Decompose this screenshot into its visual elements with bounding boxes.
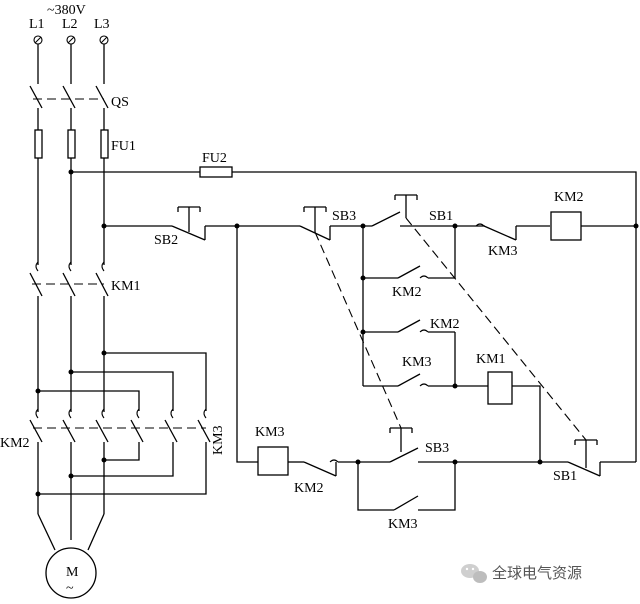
km3-aux-label: KM3 (402, 355, 432, 370)
km2-interlock-label: KM2 (294, 481, 324, 496)
motor-label: M (66, 565, 79, 580)
sb1-top-button (371, 194, 455, 227)
km2-main-contacts (29, 408, 109, 443)
sb3-bottom-button (389, 427, 455, 463)
km2-aux-contact (363, 319, 455, 333)
phase-l2-line (62, 44, 76, 412)
fu1-label: FU1 (111, 139, 136, 154)
phase-l3-label: L3 (94, 17, 110, 32)
watermark: 全球电气资源 (461, 564, 582, 583)
phase-l1-label: L1 (29, 17, 45, 32)
km1-coil (487, 371, 513, 405)
km3-coil (257, 446, 289, 476)
km2-coil-label: KM2 (554, 190, 584, 205)
km3-main-contacts (130, 408, 211, 443)
motor (45, 547, 97, 599)
supply-voltage-label: ~380V (47, 3, 86, 18)
km3-holding-label: KM3 (388, 517, 418, 532)
phase-l2-label: L2 (62, 17, 78, 32)
sb2-stop-button (171, 206, 206, 241)
fu2-fuse (199, 166, 233, 178)
km2-power-label: KM2 (0, 436, 30, 451)
fu2-label: FU2 (202, 151, 227, 166)
km3-aux-contact (363, 373, 455, 387)
km3-interlock-label: KM3 (488, 244, 518, 259)
sb1-top-label: SB1 (429, 209, 453, 224)
km1-label: KM1 (111, 279, 141, 294)
km2-aux-label: KM2 (430, 317, 460, 332)
km1-coil-label: KM1 (476, 352, 506, 367)
km3-power-label: KM3 (211, 425, 226, 455)
wechat-icon (461, 564, 487, 583)
km3-holding-contact (357, 462, 456, 511)
sb1-linkage (405, 217, 587, 441)
sb3-bottom-label: SB3 (425, 441, 449, 456)
power-circuit: ~380V L1 L2 L3 (0, 3, 226, 599)
watermark-text: 全球电气资源 (492, 564, 582, 582)
motor-ac-label: ~ (66, 581, 74, 596)
qs-label: QS (111, 95, 129, 110)
supply-terminals (33, 35, 109, 45)
km3-interlock-contact (455, 223, 550, 241)
sb1-bottom-label: SB1 (553, 469, 577, 484)
sb3-linkage (314, 231, 402, 429)
km1-hooks (35, 261, 105, 272)
sb2-label: SB2 (154, 233, 178, 248)
km2-holding-label: KM2 (392, 285, 422, 300)
sb3-top-label: SB3 (332, 209, 356, 224)
km2-coil (550, 211, 582, 241)
sb3-top-button (299, 206, 331, 241)
km2-holding-contact (362, 226, 456, 279)
km2-interlock-contact (288, 459, 390, 477)
control-circuit: FU2 SB2 SB3 (71, 151, 639, 532)
km3-coil-label: KM3 (255, 425, 285, 440)
